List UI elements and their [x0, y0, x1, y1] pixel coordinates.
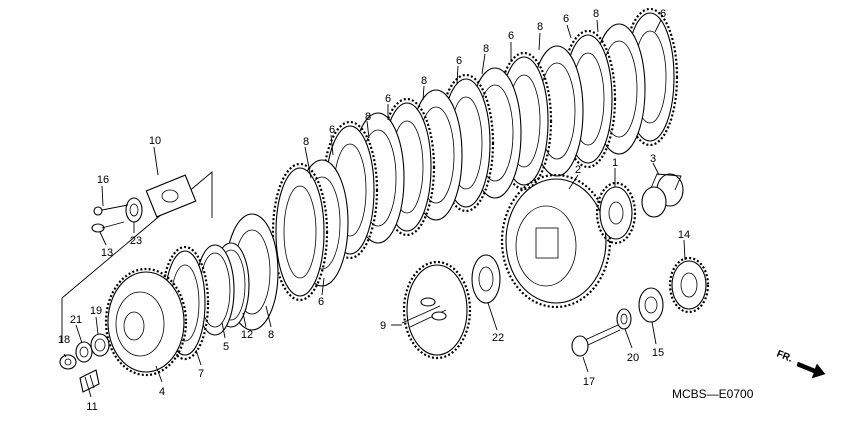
- callout-11: 11: [86, 401, 97, 413]
- callout-20: 20: [627, 352, 639, 364]
- callout-6: 6: [329, 124, 335, 136]
- lifter-rod: [91, 221, 125, 233]
- callout-3: 3: [650, 153, 656, 165]
- fr-arrow-icon: [796, 361, 826, 379]
- lock-nut: [638, 287, 664, 323]
- callout-6: 6: [508, 30, 514, 42]
- callout-2: 2: [575, 164, 581, 176]
- lifter-bracket-group: [61, 171, 213, 343]
- callout-8: 8: [365, 111, 371, 123]
- callout-8: 8: [268, 329, 274, 341]
- callout-19: 19: [90, 305, 102, 317]
- friction-disc-stack: [160, 7, 679, 361]
- callout-6: 6: [563, 13, 569, 25]
- front-direction-indicator: FR.: [775, 349, 826, 379]
- callout-13: 13: [101, 247, 113, 259]
- leader-lines: [63, 19, 686, 398]
- callout-8: 8: [303, 136, 309, 148]
- callout-21: 21: [70, 314, 82, 326]
- oil-pump-drive-gear: [668, 256, 710, 314]
- diagram-code: MCBS—E0700: [672, 387, 754, 401]
- clutch-outer-basket: [500, 173, 612, 309]
- callout-8: 8: [483, 43, 489, 55]
- callout-23: 23: [130, 235, 142, 247]
- callout-15: 15: [652, 347, 664, 359]
- fr-label: FR.: [775, 349, 794, 365]
- washer: [616, 308, 632, 330]
- callout-16: 16: [97, 174, 109, 186]
- callout-5: 5: [223, 341, 229, 353]
- clutch-spring: [79, 369, 100, 393]
- callout-8: 8: [593, 8, 599, 20]
- callout-6: 6: [456, 55, 462, 67]
- callout-6: 6: [318, 296, 324, 308]
- callout-8: 8: [421, 75, 427, 87]
- callout-17: 17: [583, 376, 595, 388]
- callout-1: 1: [612, 157, 618, 169]
- callout-4: 4: [159, 386, 165, 398]
- callout-8: 8: [537, 21, 543, 33]
- collar: [641, 173, 684, 218]
- bolt-small: [93, 204, 129, 216]
- bearing: [125, 197, 143, 223]
- callout-labels: 6 8 6 8 6 8 6 8 6 8 6 8 6 8 12 5 7 4 10 …: [58, 8, 690, 413]
- clutch-center: [595, 181, 637, 245]
- friction-disc: [271, 162, 329, 302]
- callout-9: 9: [380, 320, 386, 332]
- callout-6: 6: [385, 93, 391, 105]
- callout-18: 18: [58, 334, 70, 346]
- lifter-plate: [401, 260, 472, 360]
- callout-10: 10: [149, 135, 161, 147]
- bearing-front: [90, 333, 110, 357]
- callout-7: 7: [198, 368, 204, 380]
- pressure-plate: [104, 267, 188, 377]
- callout-14: 14: [678, 229, 690, 241]
- lock-nut-front: [59, 354, 77, 370]
- callout-6: 6: [660, 8, 666, 20]
- thrust-washer: [471, 254, 501, 304]
- callout-22: 22: [492, 332, 504, 344]
- callout-12: 12: [241, 329, 253, 341]
- flange-bolt: [571, 324, 621, 357]
- washer-front: [75, 341, 93, 363]
